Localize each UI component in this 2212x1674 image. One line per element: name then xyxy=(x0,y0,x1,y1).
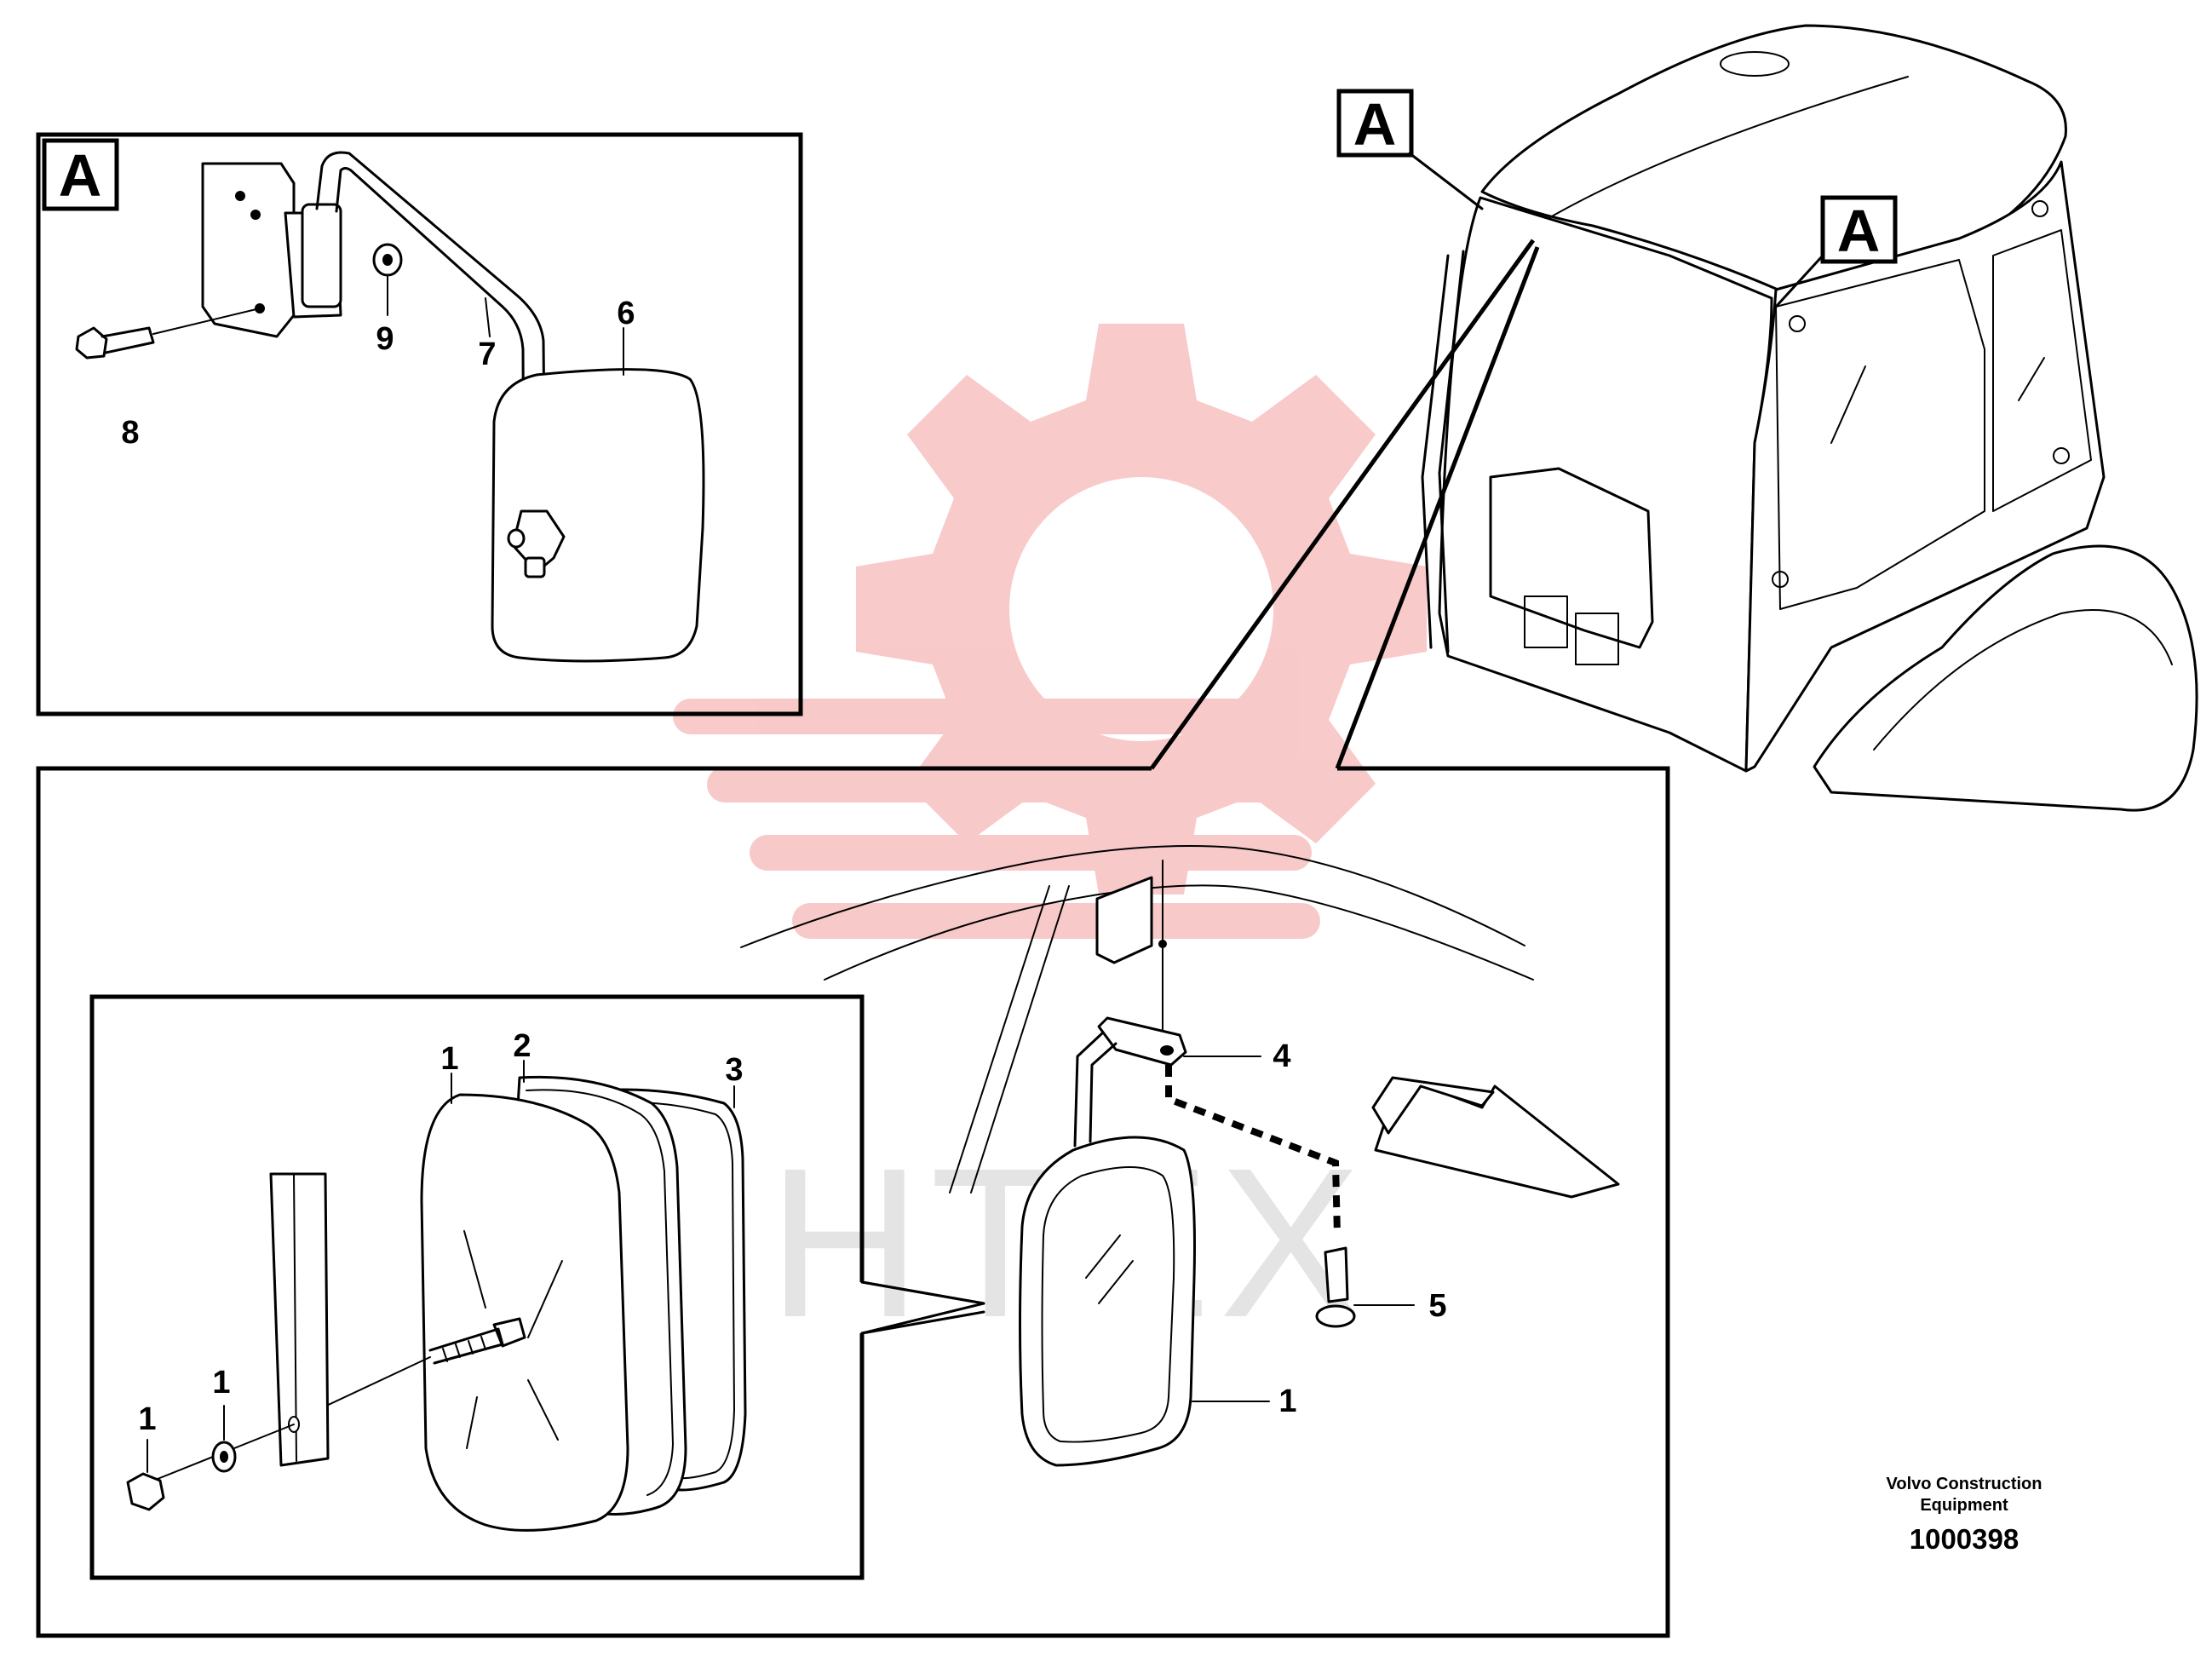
callout-1-washer: 1 xyxy=(212,1365,230,1401)
machine-cab-illustration: A A xyxy=(1336,24,2198,812)
callout-2: 2 xyxy=(513,1028,531,1064)
document-number: 1000398 xyxy=(1910,1523,2019,1555)
callout-8: 8 xyxy=(121,415,139,451)
callout-1-front-mirror: 1 xyxy=(440,1041,458,1077)
detail-panel-lower: 4 5 1 xyxy=(36,239,1670,1638)
machine-ref-letter-a-1: A xyxy=(1353,91,1397,158)
machine-ref-letter-a-2: A xyxy=(1837,198,1881,264)
company-line-2: Equipment xyxy=(1920,1496,2008,1515)
callout-4: 4 xyxy=(1273,1038,1290,1074)
callout-3: 3 xyxy=(725,1052,743,1088)
company-line-1: Volvo Construction xyxy=(1887,1475,2043,1493)
callout-5: 5 xyxy=(1428,1288,1446,1324)
callout-1-nut: 1 xyxy=(138,1401,156,1437)
footer-caption: Volvo Construction Equipment 1000398 xyxy=(1887,1475,2043,1555)
callout-9: 9 xyxy=(376,321,394,357)
callout-6: 6 xyxy=(617,296,635,331)
callout-7: 7 xyxy=(478,337,496,372)
detail-letter-a: A xyxy=(59,142,102,209)
detail-panel-a: A 9 7 6 8 xyxy=(36,132,803,716)
watermark-gear-icon xyxy=(673,324,1427,939)
callout-1-right: 1 xyxy=(1278,1383,1296,1419)
